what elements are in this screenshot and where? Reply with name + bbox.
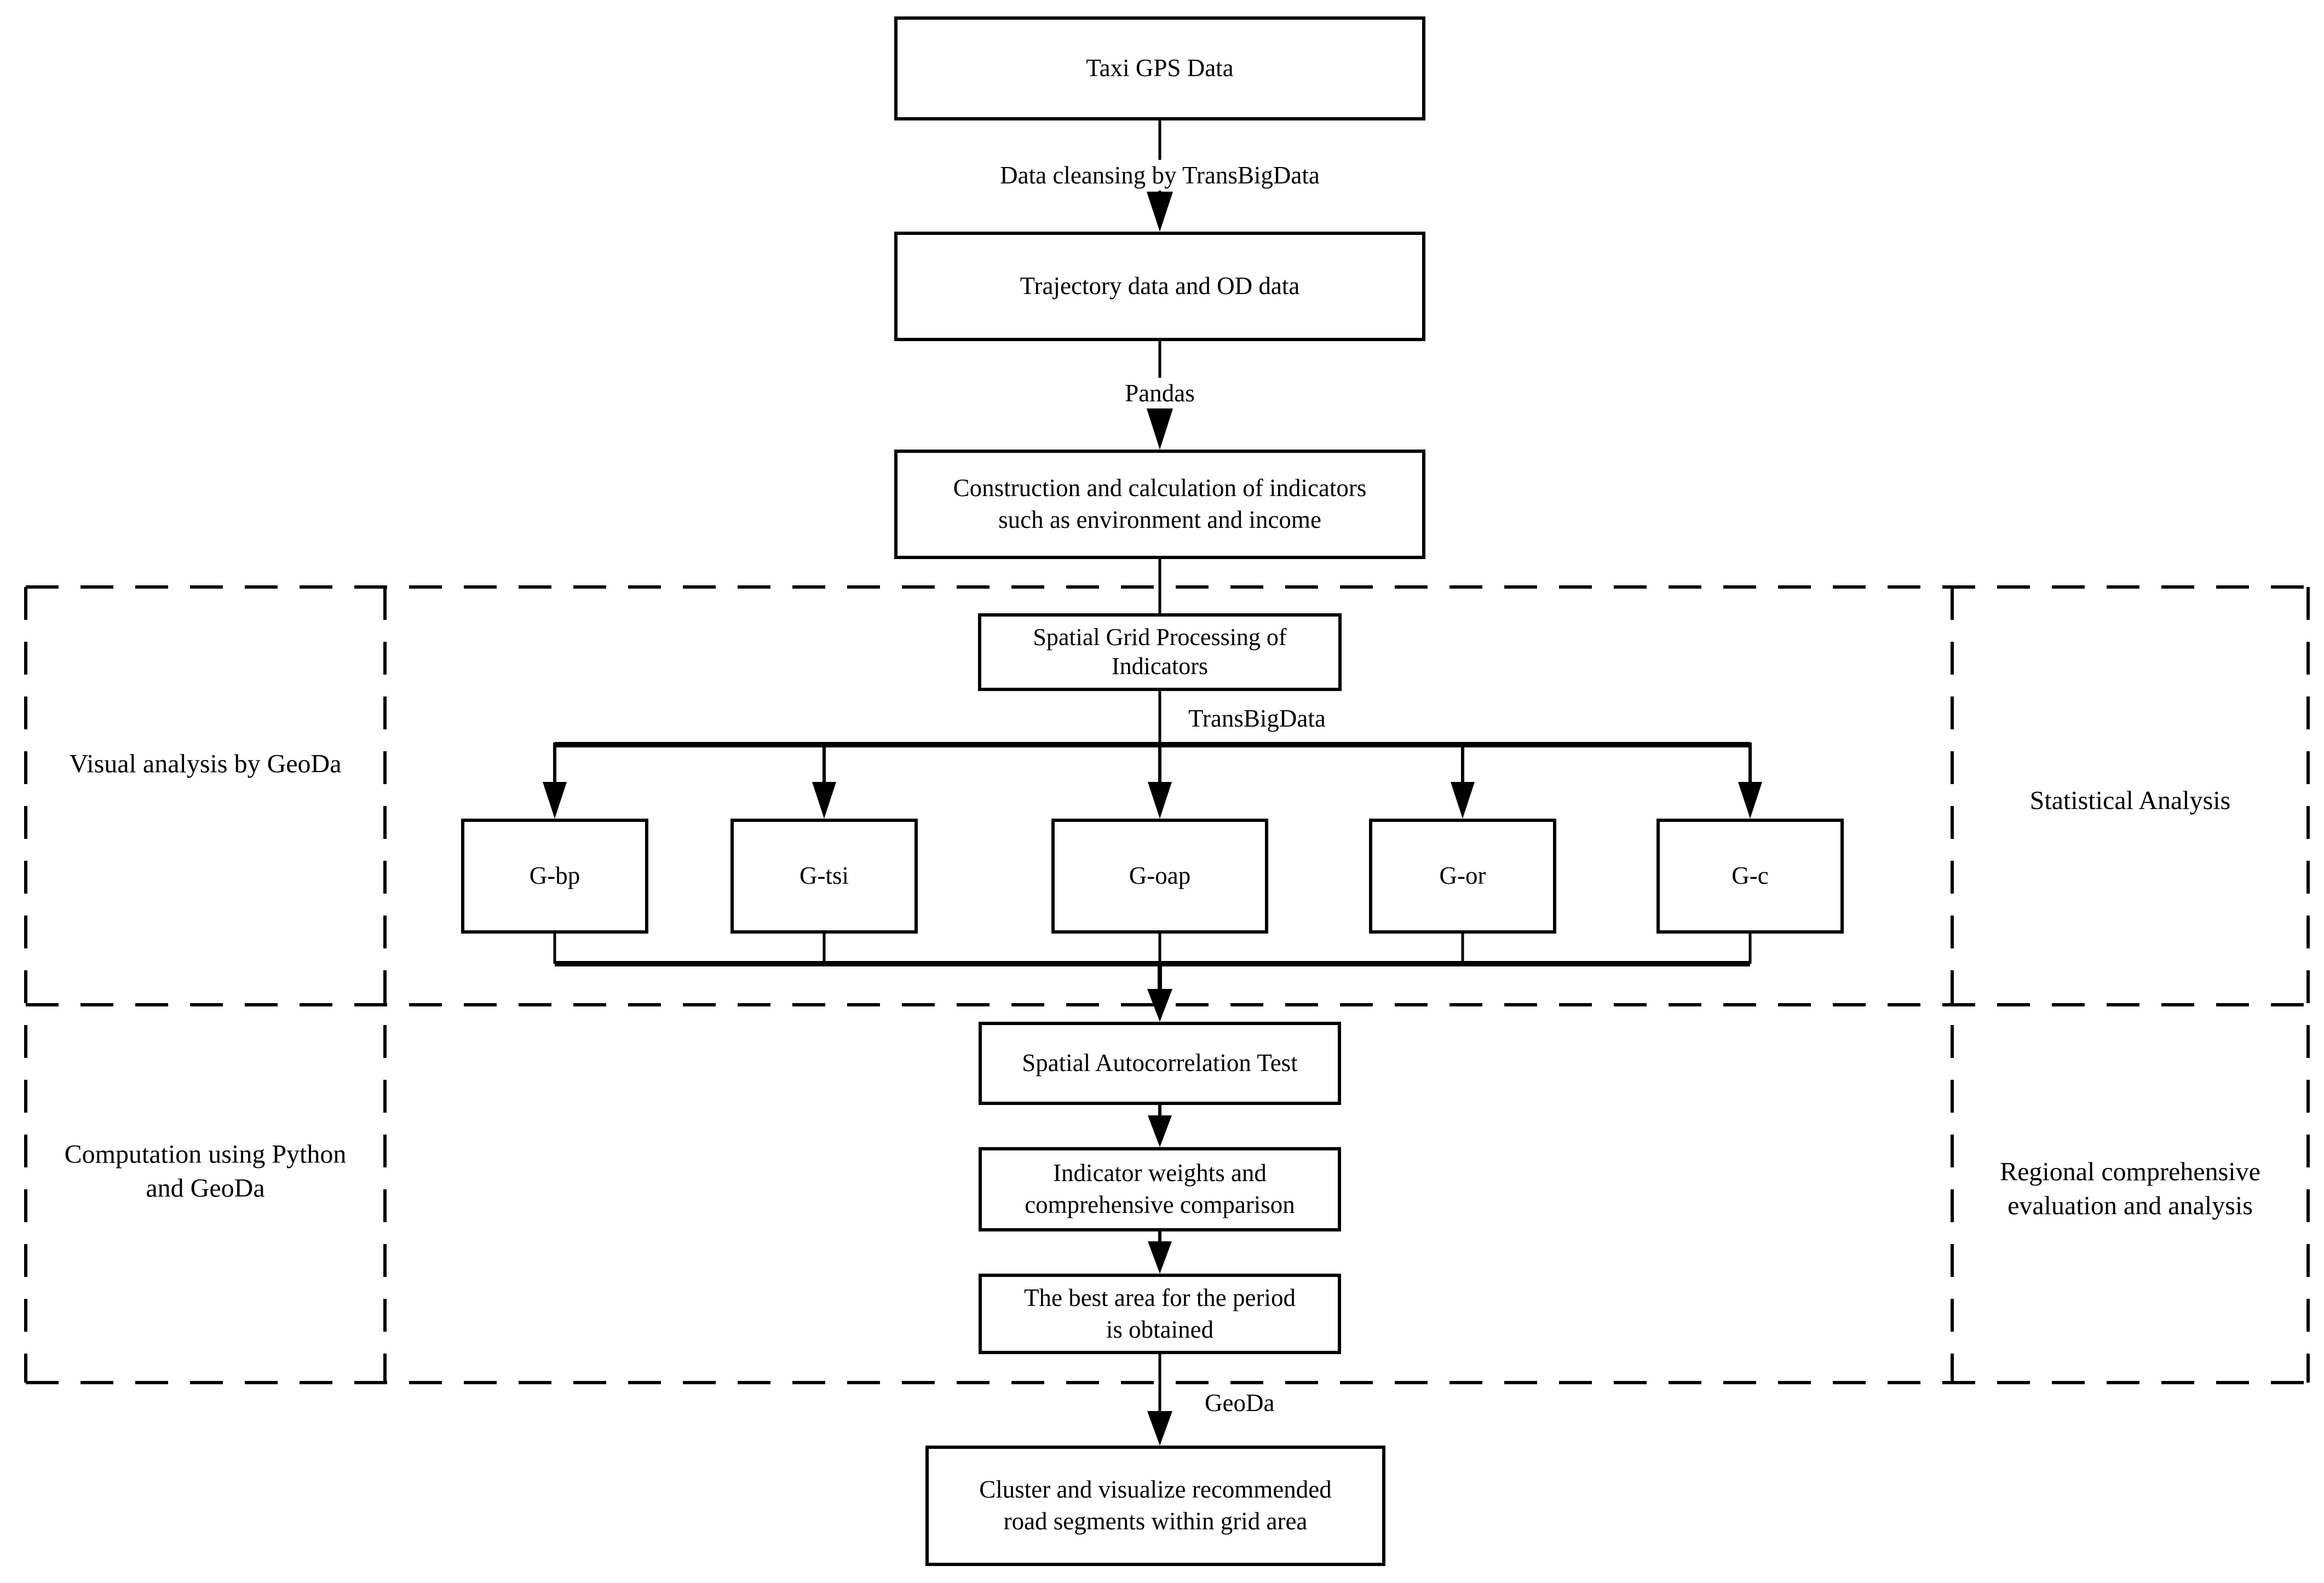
node-spatial-autocorrelation-test: Spatial Autocorrelation Test — [979, 1022, 1341, 1105]
node-weights-line2: comprehensive comparison — [1025, 1191, 1295, 1218]
node-g-oap-label: G-oap — [1129, 862, 1191, 890]
arrowhead-g-oap — [1148, 782, 1172, 819]
edge-label-transbigdata: TransBigData — [1188, 705, 1326, 732]
node-g-tsi: G-tsi — [730, 819, 918, 934]
node-construction-indicators: Construction and calculation of indicato… — [894, 450, 1425, 559]
node-cluster-line2: road segments within grid area — [1003, 1507, 1308, 1535]
arrowhead-g-c — [1738, 782, 1762, 819]
node-indicator-weights: Indicator weights and comprehensive comp… — [979, 1147, 1341, 1231]
node-construction-line1: Construction and calculation of indicato… — [953, 474, 1367, 502]
node-autocorrelation-label: Spatial Autocorrelation Test — [1022, 1049, 1298, 1077]
node-weights-line1: Indicator weights and — [1053, 1159, 1267, 1187]
edge-label-geoda: GeoDa — [1205, 1389, 1275, 1417]
region-label-computation-line1: Computation using Python — [64, 1139, 347, 1169]
node-spatial-grid-processing: Spatial Grid Processing of Indicators — [978, 613, 1342, 691]
node-g-oap: G-oap — [1051, 819, 1268, 934]
arrowhead-weights — [1148, 1115, 1172, 1147]
arrowhead-construction — [1147, 408, 1173, 450]
arrowhead-g-tsi — [812, 782, 836, 819]
node-spatial-grid-line2: Indicators — [1112, 653, 1208, 680]
node-best-area: The best area for the period is obtained — [979, 1274, 1341, 1354]
edge-label-data-cleansing: Data cleansing by TransBigData — [994, 160, 1325, 191]
node-construction-line2: such as environment and income — [998, 506, 1321, 533]
region-label-regional-line2: evaluation and analysis — [2007, 1191, 2253, 1221]
node-best-area-line1: The best area for the period — [1023, 1283, 1296, 1311]
node-taxi-gps-data-label: Taxi GPS Data — [1086, 54, 1234, 82]
arrowhead-best — [1148, 1241, 1172, 1274]
node-g-c: G-c — [1656, 819, 1844, 934]
arrowhead-trajectory — [1147, 192, 1173, 232]
region-label-statistical-analysis: Statistical Analysis — [2029, 786, 2231, 815]
edge-label-pandas: Pandas — [1119, 378, 1200, 408]
node-g-tsi-label: G-tsi — [799, 862, 849, 890]
node-g-or: G-or — [1369, 819, 1556, 934]
region-label-regional-line1: Regional comprehensive — [2000, 1157, 2260, 1187]
node-g-c-label: G-c — [1732, 862, 1769, 890]
node-trajectory-od-data-label: Trajectory data and OD data — [1020, 272, 1300, 300]
node-g-bp: G-bp — [461, 819, 648, 934]
arrowhead-g-or — [1451, 782, 1475, 819]
node-best-area-line2: is obtained — [1106, 1315, 1214, 1343]
node-taxi-gps-data: Taxi GPS Data — [894, 16, 1425, 120]
node-cluster-line1: Cluster and visualize recommended — [979, 1476, 1332, 1504]
arrowhead-cluster — [1147, 1411, 1172, 1446]
node-g-or-label: G-or — [1439, 862, 1486, 890]
node-spatial-grid-line1: Spatial Grid Processing of — [1033, 624, 1287, 651]
region-label-regional-evaluation: Regional comprehensive evaluation and an… — [1971, 1155, 2289, 1224]
region-label-computation-line2: and GeoDa — [146, 1174, 265, 1203]
node-trajectory-od-data: Trajectory data and OD data — [894, 232, 1425, 341]
region-label-computation: Computation using Python and GeoDa — [47, 1138, 364, 1206]
region-label-visual-analysis: Visual analysis by GeoDa — [69, 749, 342, 779]
node-cluster-visualize: Cluster and visualize recommended road s… — [925, 1446, 1385, 1566]
arrowhead-g-bp — [543, 782, 567, 819]
arrowhead-autocorrelation — [1147, 989, 1172, 1022]
node-g-bp-label: G-bp — [529, 862, 580, 890]
